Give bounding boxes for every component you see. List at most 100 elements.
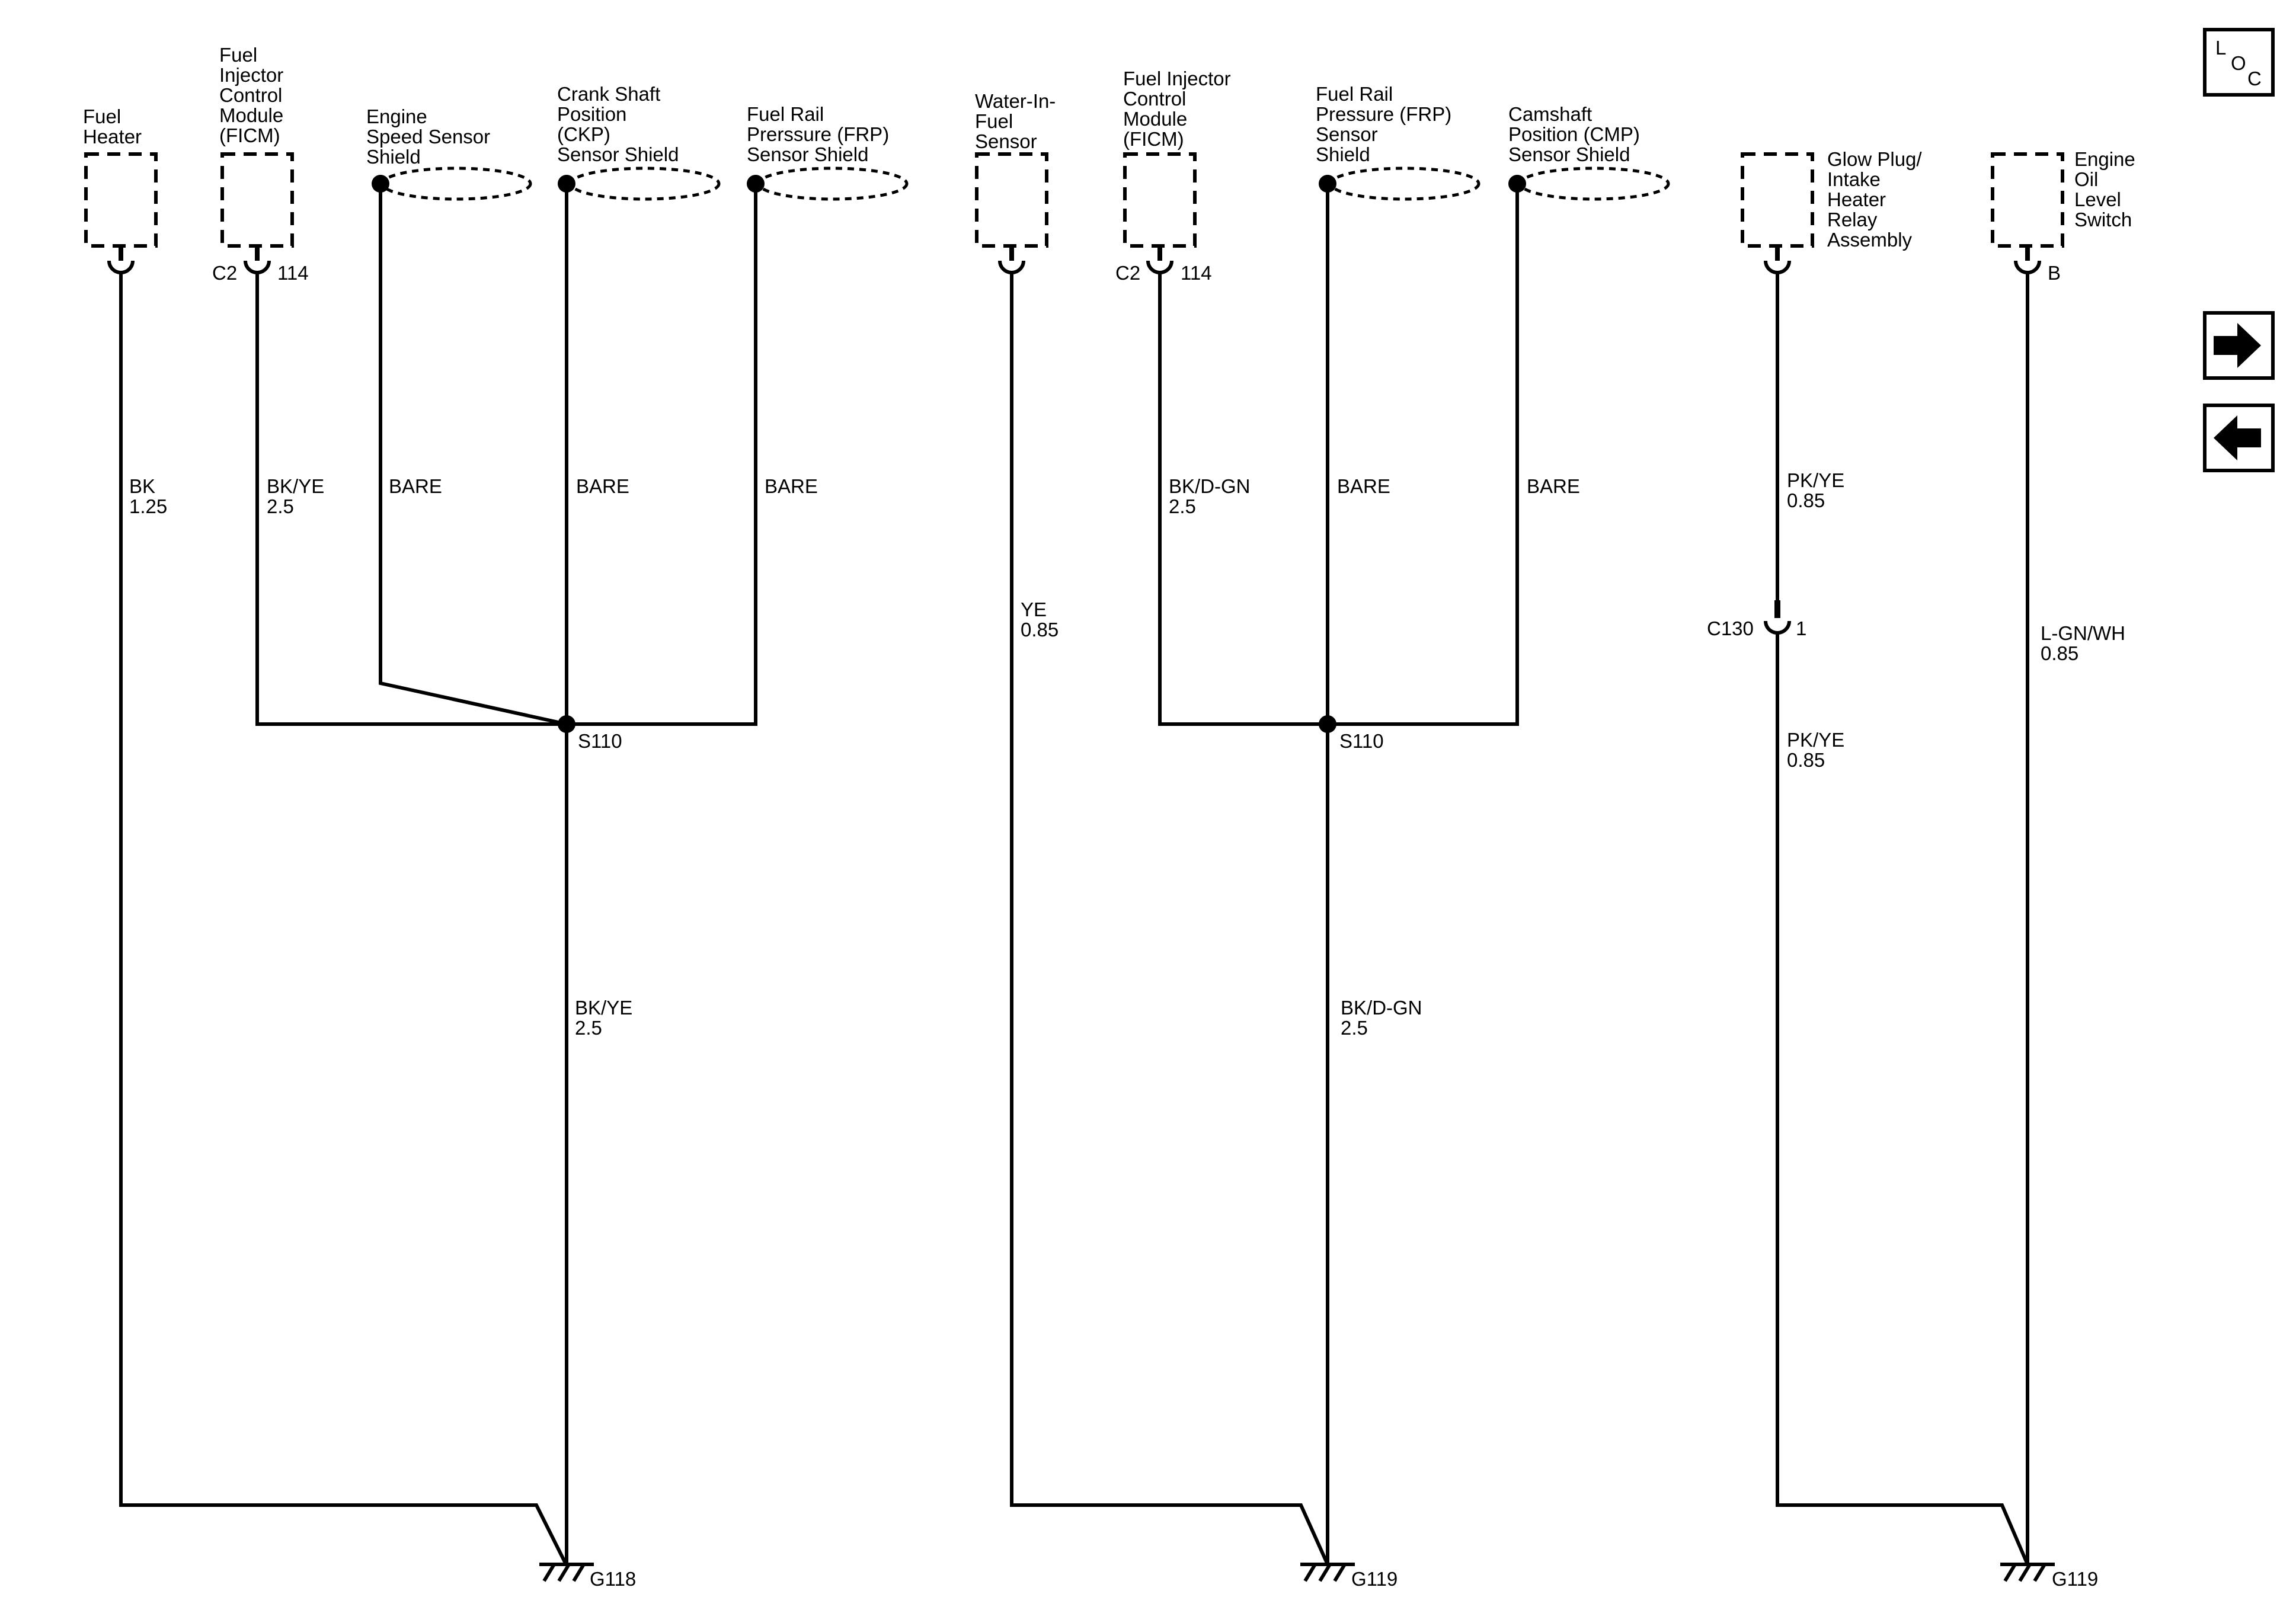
glow-plug-relay-connector — [1764, 246, 1791, 274]
svg-text:Sensor: Sensor — [975, 130, 1037, 152]
next-page-button[interactable] — [2203, 311, 2275, 380]
splice-s110-right — [1319, 715, 1336, 733]
svg-text:0.85: 0.85 — [1787, 749, 1825, 771]
cmp-sensor-shield-label: Camshaft Position (CMP) Sensor Shield — [1508, 103, 1640, 165]
previous-page-button[interactable] — [2203, 404, 2275, 472]
svg-text:BK/YE: BK/YE — [267, 475, 324, 497]
pin-1-label: 1 — [1796, 617, 1806, 639]
svg-text:L-GN/WH: L-GN/WH — [2041, 622, 2125, 644]
svg-text:0.85: 0.85 — [1021, 619, 1059, 641]
svg-text:Prerssure (FRP): Prerssure (FRP) — [747, 123, 889, 145]
wire-glow-plug-relay-lower — [1776, 633, 2029, 1566]
ground-g118: G118 — [539, 1563, 636, 1590]
wire-label-bare: BARE — [765, 475, 818, 497]
arrow-left-icon — [2214, 415, 2261, 460]
svg-text:2.5: 2.5 — [575, 1017, 602, 1039]
c130-male-terminal — [1774, 600, 1780, 618]
svg-text:Injector: Injector — [219, 64, 283, 86]
wire-label-bare: BARE — [1337, 475, 1390, 497]
ground-label-g119: G119 — [2052, 1568, 2098, 1590]
pin-114-label: 114 — [277, 262, 309, 284]
svg-text:2.5: 2.5 — [1169, 495, 1196, 517]
wire-label-bare: BARE — [389, 475, 442, 497]
svg-text:YE: YE — [1021, 598, 1047, 620]
ficm-connector-right: C2 114 — [1115, 246, 1212, 284]
connector-c2-label: C2 — [212, 262, 237, 284]
glow-plug-relay-component — [1741, 152, 1814, 248]
wire-label-bk-ye-out: BK/YE 2.5 — [575, 997, 632, 1039]
loc-letter-o: O — [2231, 52, 2246, 74]
wire-frp-shield-left — [567, 184, 757, 726]
ground-g119-middle: G119 — [1300, 1563, 1398, 1590]
wire-label-ye: YE 0.85 — [1021, 598, 1059, 641]
wire-fuel-heater — [119, 273, 568, 1566]
frp-sensor-shield-left — [747, 167, 909, 201]
loc-letter-l: L — [2215, 37, 2226, 59]
svg-text:Position (CMP): Position (CMP) — [1508, 123, 1640, 145]
svg-text:Level: Level — [2074, 188, 2121, 210]
svg-text:Engine: Engine — [366, 105, 427, 127]
engine-oil-level-switch-component — [1991, 152, 2064, 248]
cmp-sensor-shield — [1508, 167, 1670, 201]
wire-ficm-left — [255, 273, 567, 726]
frp-sensor-shield-right — [1319, 167, 1480, 201]
wire-cmp-shield — [1328, 184, 1519, 726]
splice-s110-left — [558, 715, 575, 733]
ckp-sensor-shield — [558, 167, 721, 201]
svg-text:Sensor: Sensor — [1316, 123, 1378, 145]
splice-label-s110: S110 — [1339, 730, 1384, 752]
svg-text:Fuel Rail: Fuel Rail — [1316, 83, 1393, 105]
svg-text:Module: Module — [1123, 108, 1187, 130]
fuel-heater-component — [84, 152, 158, 248]
wire-label-bk-ye: BK/YE 2.5 — [267, 475, 324, 517]
svg-text:Heater: Heater — [1827, 188, 1886, 210]
svg-text:Control: Control — [219, 84, 282, 106]
arrow-right-icon — [2214, 323, 2261, 368]
splice-label-s110: S110 — [578, 730, 622, 752]
svg-text:Pressure (FRP): Pressure (FRP) — [1316, 103, 1451, 125]
connector-c130-label: C130 — [1707, 617, 1754, 639]
svg-text:BK/D-GN: BK/D-GN — [1341, 997, 1422, 1019]
wire-label-pk-ye-upper: PK/YE 0.85 — [1787, 469, 1844, 511]
svg-text:Intake: Intake — [1827, 168, 1881, 190]
svg-text:0.85: 0.85 — [1787, 489, 1825, 511]
ground-label-g119: G119 — [1351, 1568, 1398, 1590]
svg-text:Fuel: Fuel — [83, 105, 121, 127]
svg-text:Switch: Switch — [2074, 209, 2132, 231]
svg-text:Oil: Oil — [2074, 168, 2098, 190]
frp-sensor-shield-label-left: Fuel Rail Prerssure (FRP) Sensor Shield — [747, 103, 889, 165]
svg-text:Control: Control — [1123, 88, 1186, 110]
svg-text:Heater: Heater — [83, 126, 142, 148]
svg-text:Assembly: Assembly — [1827, 229, 1913, 251]
svg-text:(CKP): (CKP) — [557, 123, 610, 145]
wire-label-bk-d-gn: BK/D-GN 2.5 — [1169, 475, 1251, 517]
svg-text:BK/D-GN: BK/D-GN — [1169, 475, 1251, 497]
svg-text:Engine: Engine — [2074, 148, 2135, 170]
ficm-component-right — [1123, 152, 1197, 248]
svg-text:Speed Sensor: Speed Sensor — [366, 126, 490, 148]
wire-engine-speed-shield — [379, 184, 567, 726]
loc-letter-c: C — [2247, 68, 2262, 89]
ckp-sensor-shield-label: Crank Shaft Position (CKP) Sensor Shield — [557, 83, 679, 165]
water-in-fuel-sensor-component — [975, 152, 1048, 248]
loc-button[interactable]: L O C — [2203, 28, 2275, 97]
svg-text:Water-In-: Water-In- — [975, 90, 1056, 112]
ficm-label-left: Fuel Injector Control Module (FICM) — [219, 44, 283, 146]
svg-text:2.5: 2.5 — [267, 495, 294, 517]
connector-c2-label: C2 — [1115, 262, 1140, 284]
svg-text:Fuel: Fuel — [219, 44, 257, 66]
svg-text:Sensor Shield: Sensor Shield — [1508, 143, 1630, 165]
svg-text:Camshaft: Camshaft — [1508, 103, 1592, 125]
svg-text:Position: Position — [557, 103, 626, 125]
svg-text:PK/YE: PK/YE — [1787, 729, 1844, 751]
engine-speed-sensor-shield-label: Engine Speed Sensor Shield — [366, 105, 490, 168]
fuel-heater-label: Fuel Heater — [83, 105, 142, 148]
ground-g119-right: G119 — [2000, 1563, 2098, 1590]
svg-text:Module: Module — [219, 104, 283, 126]
water-in-fuel-connector — [998, 246, 1025, 274]
wire-label-bare: BARE — [576, 475, 629, 497]
svg-text:(FICM): (FICM) — [1123, 128, 1184, 150]
svg-text:Shield: Shield — [366, 146, 421, 168]
ficm-component-left — [220, 152, 294, 248]
svg-text:PK/YE: PK/YE — [1787, 469, 1844, 491]
